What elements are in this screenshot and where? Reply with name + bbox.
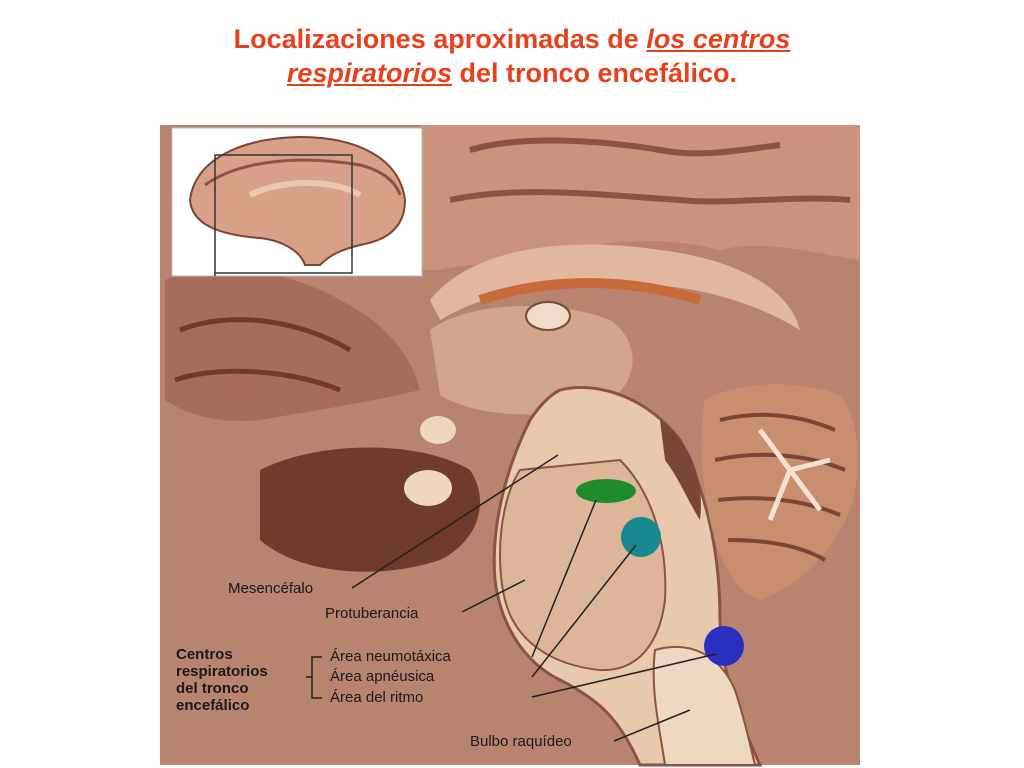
label-area-ritmo: Área del ritmo	[330, 689, 424, 706]
ritmo-leader	[531, 653, 717, 698]
arbor-vitae	[758, 428, 831, 521]
mesencefalo-leader	[351, 454, 559, 589]
gyrus-2	[449, 189, 851, 205]
massa-intermedia	[525, 301, 571, 331]
title-part-1: Localizaciones aproximadas de	[233, 24, 647, 54]
pituitary	[404, 470, 452, 506]
fornix	[478, 278, 702, 305]
temporal-fold-2	[174, 368, 341, 393]
title-part-4: del tronco encefálico.	[451, 58, 738, 88]
temporal-region	[165, 269, 420, 421]
group-bracket	[306, 656, 322, 699]
mammillary-body	[420, 416, 456, 444]
fourth-ventricle	[660, 420, 701, 520]
title-part-2: los centros	[646, 24, 791, 54]
ritmo-area-marker	[704, 626, 744, 666]
cerebellum-folia-2	[714, 452, 846, 472]
label-area-neumotaxica: Área neumotáxica	[330, 648, 451, 665]
label-mesencefalo: Mesencéfalo	[228, 580, 314, 597]
group-label-line: respiratorios	[176, 663, 268, 680]
group-label-line: del tronco	[176, 680, 249, 697]
corpus-callosum	[430, 244, 800, 330]
label-protuberancia: Protuberancia	[325, 605, 419, 622]
respiratory-centers-group-label: Centros respiratorios del tronco encefál…	[176, 646, 268, 714]
neumotaxica-leader	[531, 499, 597, 658]
inset-highlight-box	[214, 154, 353, 274]
cerebellum-folia-3	[717, 496, 841, 517]
protuberancia-leader	[461, 579, 526, 613]
group-label-line: encefálico	[176, 697, 250, 714]
label-area-apneusica: Área apnéusica	[330, 668, 435, 685]
neumotaxica-area-marker	[576, 479, 636, 503]
gyrus-1	[469, 137, 781, 157]
group-label-line: Centros	[176, 646, 233, 663]
apneusica-area-marker	[621, 517, 661, 557]
label-bulbo-raquideo: Bulbo raquídeo	[470, 733, 572, 750]
title-part-3: respiratorios	[286, 58, 452, 88]
medulla	[652, 645, 757, 766]
page-title: Localizaciones aproximadas de los centro…	[0, 22, 1024, 90]
bulbo-leader	[613, 709, 691, 742]
lower-dark-region	[260, 447, 480, 572]
apneusica-leader	[531, 544, 637, 678]
cerebellum-folia-4	[727, 538, 827, 562]
inset-callosum	[248, 180, 362, 198]
cerebellum-folia-1	[719, 412, 836, 432]
inset-fold	[204, 158, 402, 196]
temporal-fold	[179, 317, 352, 353]
